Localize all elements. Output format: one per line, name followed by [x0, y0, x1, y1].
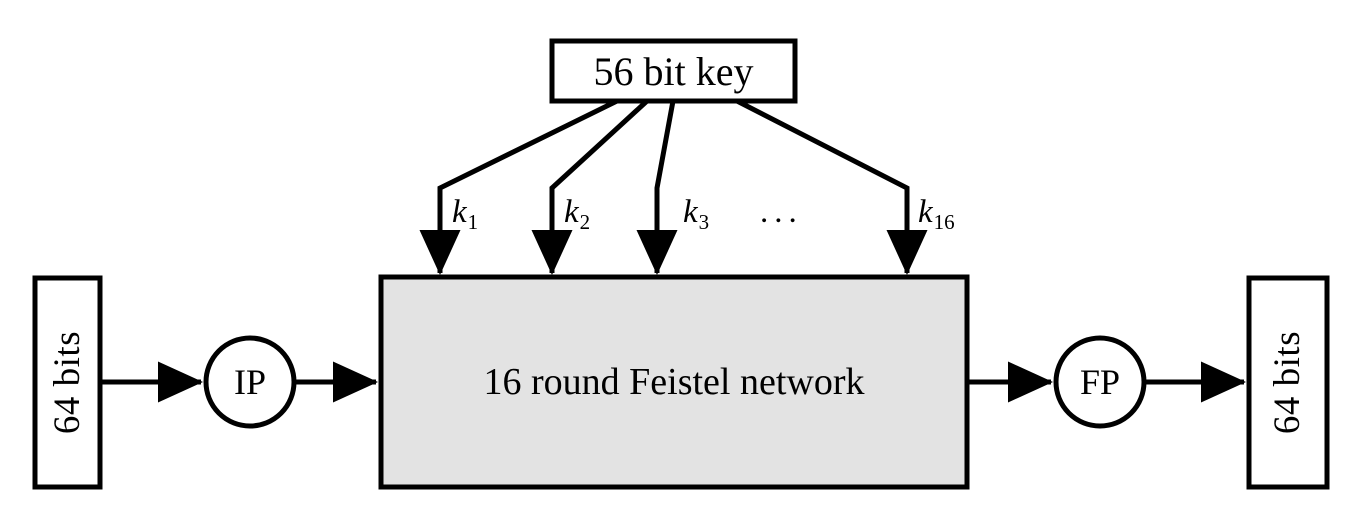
- feistel-block-rect: [378, 274, 970, 490]
- ip-circle-shape: [203, 335, 297, 429]
- key-block-rect: [549, 38, 798, 104]
- round-key-k2-sub: 2: [579, 210, 591, 234]
- round-key-k2-base: k: [564, 194, 579, 230]
- key-line-k2: [531, 99, 649, 275]
- round-key-k1-sub: 1: [467, 210, 479, 234]
- round-key-k16-sub: 16: [933, 210, 955, 234]
- round-key-label-k1: k1: [452, 194, 479, 234]
- input-block-rect: [32, 275, 103, 490]
- fp-circle-shape: [1053, 335, 1147, 429]
- round-keys-ellipsis: ...: [760, 194, 803, 230]
- round-key-k1-base: k: [452, 194, 467, 230]
- round-key-k3-base: k: [683, 194, 698, 230]
- key-line-k1: [419, 98, 619, 275]
- output-block-rect: [1246, 275, 1330, 490]
- round-key-k16-base: k: [918, 194, 933, 230]
- round-key-label-k3: k3: [683, 194, 710, 234]
- round-key-k3-sub: 3: [698, 210, 710, 234]
- round-key-label-k2: k2: [564, 194, 591, 234]
- round-key-label-k16: k16: [918, 194, 955, 234]
- key-line-k16: [735, 98, 928, 275]
- key-line-k3: [636, 100, 678, 275]
